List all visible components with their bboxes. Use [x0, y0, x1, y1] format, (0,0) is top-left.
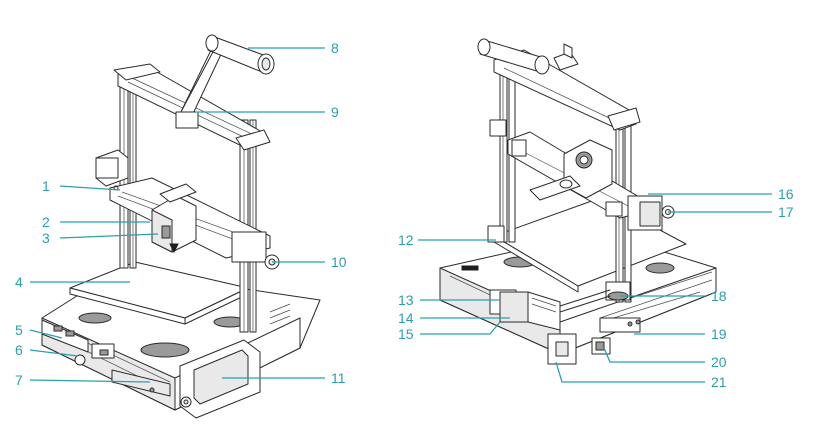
callout-8: 8 — [331, 40, 339, 56]
callout-17: 17 — [778, 204, 794, 220]
callout-5: 5 — [15, 322, 23, 338]
callout-9: 9 — [331, 104, 339, 120]
callout-3: 3 — [42, 230, 50, 246]
callout-13: 13 — [398, 292, 414, 308]
callout-10: 10 — [331, 254, 347, 270]
callout-7: 7 — [15, 372, 23, 388]
callout-4: 4 — [15, 274, 23, 290]
callout-2: 2 — [42, 214, 50, 230]
callout-12: 12 — [398, 232, 414, 248]
callout-21: 21 — [711, 374, 727, 390]
callout-16: 16 — [778, 186, 794, 202]
callout-19: 19 — [711, 326, 727, 342]
callout-6: 6 — [15, 342, 23, 358]
callout-15: 15 — [398, 326, 414, 342]
right-printer-illustration — [440, 39, 716, 364]
callout-1: 1 — [42, 178, 50, 194]
left-printer-illustration — [42, 35, 320, 418]
callout-20: 20 — [711, 354, 727, 370]
callout-11: 11 — [331, 370, 346, 386]
callout-14: 14 — [398, 310, 414, 326]
callout-18: 18 — [711, 288, 727, 304]
